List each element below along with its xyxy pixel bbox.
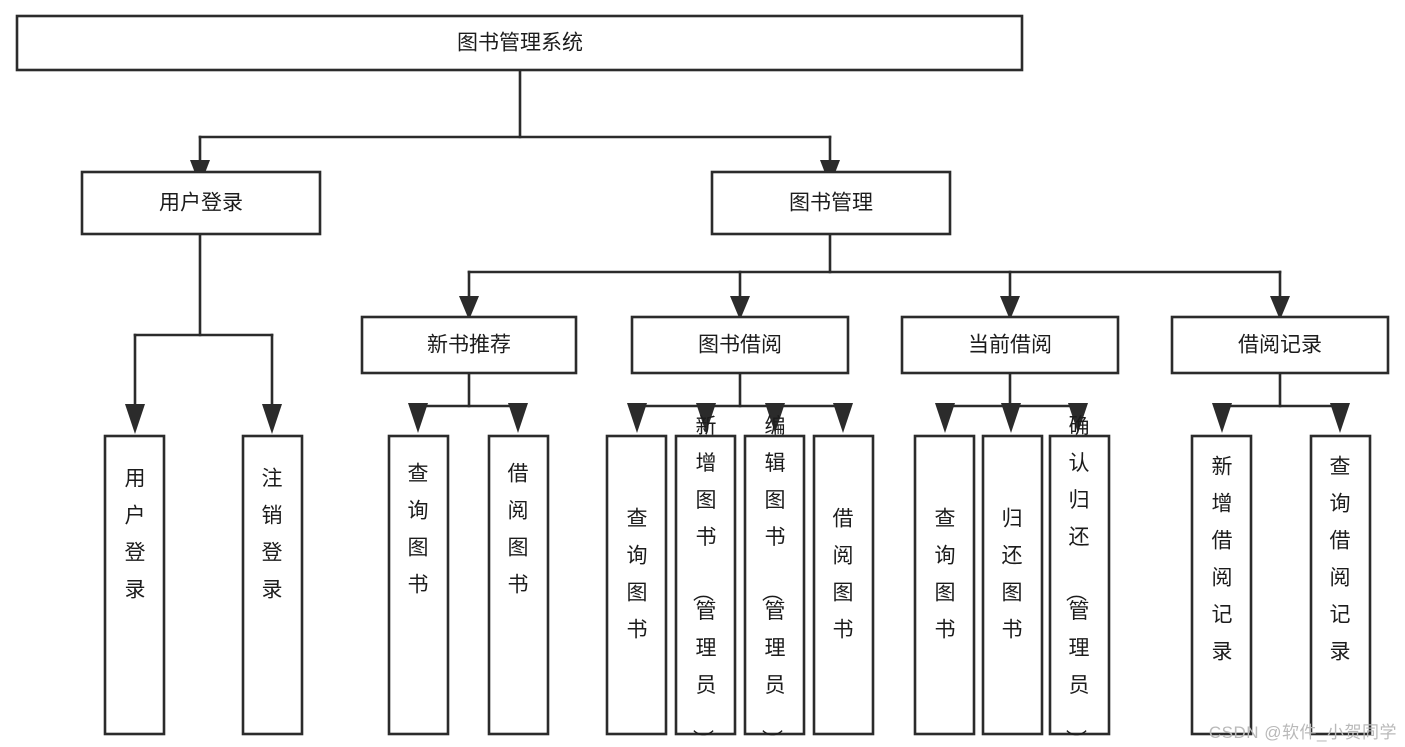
leaf-user-login-1-box[interactable] bbox=[241, 434, 304, 736]
arrow-down-icon bbox=[1330, 403, 1350, 433]
node-current-borrow-label: 当前借阅 bbox=[968, 334, 1052, 357]
leaf-new-book-1[interactable]: 借阅图书 bbox=[487, 434, 550, 736]
arrow-down-icon bbox=[730, 296, 750, 320]
leaf-new-book-0-box[interactable] bbox=[387, 434, 450, 736]
leaf-current-borrow-1[interactable]: 归还图书 bbox=[981, 434, 1044, 736]
leaf-current-borrow-0[interactable]: 查询图书 bbox=[913, 434, 976, 736]
arrow-down-icon bbox=[627, 403, 647, 433]
leaf-current-borrow-1-box[interactable] bbox=[981, 434, 1044, 736]
arrow-down-icon bbox=[1001, 403, 1021, 433]
leaf-book-borrow-1[interactable]: 新增图书（管理员） bbox=[674, 415, 737, 747]
node-root-label: 图书管理系统 bbox=[457, 32, 583, 55]
arrow-down-icon bbox=[1270, 296, 1290, 320]
leaf-new-book-0-label: 查询图书 bbox=[408, 463, 429, 597]
leaf-new-book-0[interactable]: 查询图书 bbox=[387, 434, 450, 736]
arrow-down-icon bbox=[408, 403, 428, 433]
node-new-book-recommend-box[interactable] bbox=[360, 315, 578, 375]
node-book-borrow-box[interactable] bbox=[630, 315, 850, 375]
arrowhead-layer bbox=[125, 160, 1350, 434]
node-borrow-record-label: 借阅记录 bbox=[1238, 334, 1322, 357]
leaf-book-borrow-1-box[interactable] bbox=[674, 434, 737, 736]
leaf-user-login-0-box[interactable] bbox=[103, 434, 166, 736]
leaf-new-book-1-label: 借阅图书 bbox=[508, 463, 529, 597]
leaf-user-login-0-label: 用户登录 bbox=[125, 468, 146, 602]
node-user-login-label: 用户登录 bbox=[159, 192, 243, 215]
arrow-down-icon bbox=[935, 403, 955, 433]
node-new-book-recommend[interactable]: 新书推荐 bbox=[360, 315, 578, 375]
arrow-down-icon bbox=[459, 296, 479, 320]
node-borrow-record-box[interactable] bbox=[1170, 315, 1390, 375]
arrow-down-icon bbox=[1212, 403, 1232, 433]
leaf-borrow-record-0[interactable]: 新增借阅记录 bbox=[1190, 434, 1253, 736]
node-current-borrow-box[interactable] bbox=[900, 315, 1120, 375]
leaf-current-borrow-2-box[interactable] bbox=[1048, 434, 1111, 736]
csdn-watermark: CSDN @软件_小贺同学 bbox=[1208, 723, 1397, 742]
leaf-borrow-record-1-label: 查询借阅记录 bbox=[1330, 456, 1351, 664]
leaf-book-borrow-2-label: 编辑图书（管理员） bbox=[760, 415, 786, 747]
leaf-user-login-1[interactable]: 注销登录 bbox=[241, 434, 304, 736]
leaf-current-borrow-0-label: 查询图书 bbox=[935, 508, 956, 642]
node-book-management-box[interactable] bbox=[710, 170, 952, 236]
arrow-down-icon bbox=[765, 403, 785, 433]
node-book-borrow-label: 图书借阅 bbox=[698, 334, 782, 357]
leaf-current-borrow-2-label: 确认归还（管理员） bbox=[1064, 415, 1090, 747]
node-borrow-record[interactable]: 借阅记录 bbox=[1170, 315, 1390, 375]
node-new-book-recommend-label: 新书推荐 bbox=[427, 334, 511, 357]
node-current-borrow[interactable]: 当前借阅 bbox=[900, 315, 1120, 375]
leaf-new-book-1-box[interactable] bbox=[487, 434, 550, 736]
leaf-user-login-0[interactable]: 用户登录 bbox=[103, 434, 166, 736]
leaf-book-borrow-2[interactable]: 编辑图书（管理员） bbox=[743, 415, 806, 747]
leaf-current-borrow-2[interactable]: 确认归还（管理员） bbox=[1048, 415, 1111, 747]
arrow-down-icon bbox=[262, 404, 282, 434]
node-book-management-label: 图书管理 bbox=[789, 192, 873, 215]
node-book-borrow[interactable]: 图书借阅 bbox=[630, 315, 850, 375]
arrow-down-icon bbox=[696, 403, 716, 433]
arrow-down-icon bbox=[125, 404, 145, 434]
arrow-down-icon bbox=[1000, 296, 1020, 320]
leaf-borrow-record-0-label: 新增借阅记录 bbox=[1212, 456, 1233, 664]
node-user-login[interactable]: 用户登录 bbox=[80, 170, 322, 236]
arrow-down-icon bbox=[1068, 403, 1088, 433]
leaf-current-borrow-0-box[interactable] bbox=[913, 434, 976, 736]
arrow-down-icon bbox=[833, 403, 853, 433]
leaf-user-login-1-label: 注销登录 bbox=[262, 468, 283, 602]
leaf-current-borrow-1-label: 归还图书 bbox=[1002, 508, 1023, 642]
leaf-book-borrow-0-box[interactable] bbox=[605, 434, 668, 736]
leaf-borrow-record-1[interactable]: 查询借阅记录 bbox=[1309, 434, 1372, 736]
leaf-book-borrow-0-label: 查询图书 bbox=[627, 508, 648, 642]
node-user-login-box[interactable] bbox=[80, 170, 322, 236]
leaf-book-borrow-1-label: 新增图书（管理员） bbox=[691, 415, 717, 747]
leaf-book-borrow-0[interactable]: 查询图书 bbox=[605, 434, 668, 736]
node-root-box[interactable] bbox=[15, 14, 1024, 72]
leaf-book-borrow-2-box[interactable] bbox=[743, 434, 806, 736]
leaf-borrow-record-1-box[interactable] bbox=[1309, 434, 1372, 736]
leaf-book-borrow-3[interactable]: 借阅图书 bbox=[812, 434, 875, 736]
leaf-book-borrow-3-label: 借阅图书 bbox=[833, 508, 854, 642]
node-root[interactable]: 图书管理系统 bbox=[15, 14, 1024, 72]
arrow-down-icon bbox=[508, 403, 528, 433]
leaf-book-borrow-3-box[interactable] bbox=[812, 434, 875, 736]
node-book-management[interactable]: 图书管理 bbox=[710, 170, 952, 236]
leaf-borrow-record-0-box[interactable] bbox=[1190, 434, 1253, 736]
